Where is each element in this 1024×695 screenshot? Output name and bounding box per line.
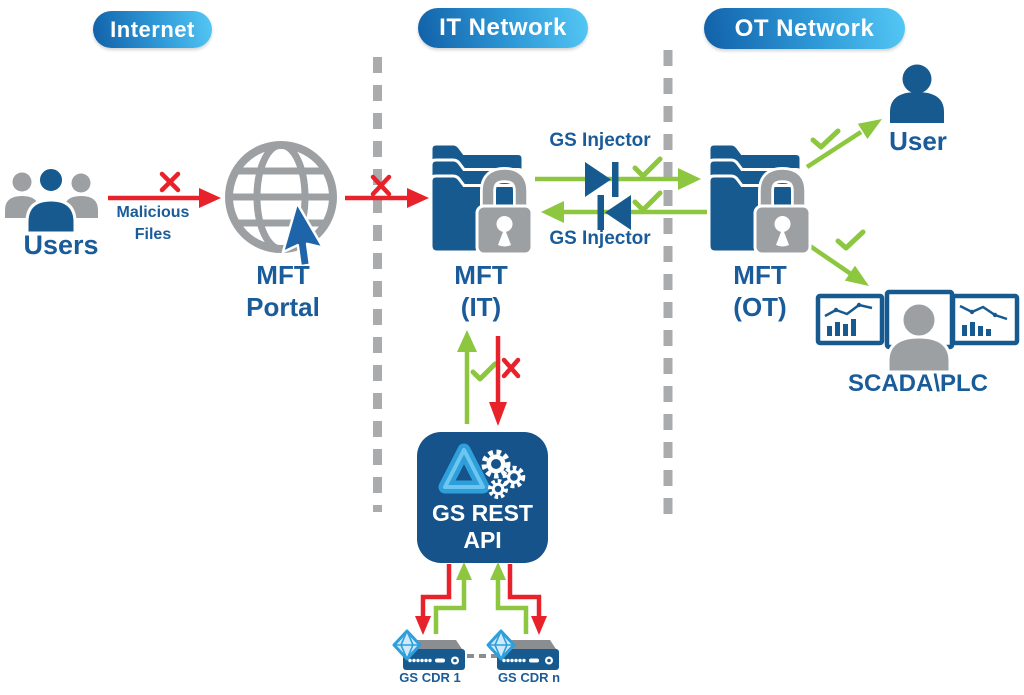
malicious-files-label: Malicious Files xyxy=(116,204,190,243)
gs-cdr1-label: GS CDR 1 xyxy=(399,670,461,685)
gs-rest-api-box xyxy=(417,432,548,563)
portal-to-mft-it-arrow xyxy=(345,188,429,208)
data-diode-right-icon xyxy=(585,162,619,197)
mft-ot-label: MFT (OT) xyxy=(733,260,787,322)
mft-it-folder-lock-icon xyxy=(431,144,532,254)
server-cdr1-icon xyxy=(392,629,467,672)
user-label: User xyxy=(889,126,947,156)
data-diode-left-icon xyxy=(597,195,631,230)
zone-pill-internet: Internet xyxy=(93,11,212,48)
mft-it-label: MFT (IT) xyxy=(454,260,508,322)
check-icon xyxy=(470,361,498,382)
zone-pill-it-network: IT Network xyxy=(418,8,588,48)
gear-icon xyxy=(481,449,511,479)
check-icon xyxy=(632,190,663,213)
users-to-portal-arrow xyxy=(108,188,221,208)
user-icon xyxy=(890,64,944,123)
check-icon xyxy=(810,128,841,150)
server-cdrn-icon xyxy=(486,629,561,672)
api-to-mft-it-arrow xyxy=(457,330,477,424)
mft-ot-folder-lock-icon xyxy=(709,144,810,254)
gs-cdrn-label: GS CDR n xyxy=(497,670,561,685)
mft-ot-to-scada-arrow xyxy=(808,244,869,286)
check-icon xyxy=(632,156,663,179)
cursor-icon xyxy=(281,201,325,268)
api-to-cdr1-arrow xyxy=(415,564,452,635)
mft-portal-label: MFT Portal xyxy=(246,260,320,322)
api-to-cdrn-arrow xyxy=(507,564,547,635)
api-logo-icon xyxy=(438,443,526,499)
zone-pill-ot-network: OT Network xyxy=(704,8,905,49)
mft-it-to-api-arrow xyxy=(489,336,507,426)
scada-monitors-icon xyxy=(815,289,1020,374)
ot-to-it-transfer-arrow xyxy=(541,201,707,223)
users-label: Users xyxy=(23,230,99,260)
gear-icon xyxy=(502,465,526,489)
cdrn-to-api-arrow xyxy=(490,562,529,634)
users-group-icon xyxy=(5,166,98,235)
mft-portal-globe-icon xyxy=(225,141,337,253)
gs-injector-bottom-label: GS Injector xyxy=(549,228,651,249)
cdr1-to-api-arrow xyxy=(433,562,472,634)
gear-icon xyxy=(488,479,508,499)
gs-rest-api-label: GS REST API xyxy=(432,500,533,553)
check-icon xyxy=(835,229,866,251)
blocked-x-icon xyxy=(370,174,392,197)
mft-ot-to-user-arrow xyxy=(805,119,882,169)
scada-plc-label: SCADA\PLC xyxy=(847,370,988,397)
blocked-x-icon xyxy=(501,357,521,379)
blocked-x-icon xyxy=(159,171,181,193)
gs-injector-top-label: GS Injector xyxy=(549,130,651,151)
